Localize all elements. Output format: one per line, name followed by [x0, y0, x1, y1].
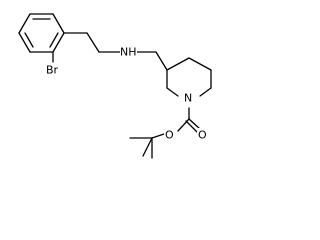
- bond: [166, 57, 190, 71]
- benzene-ring: [18, 13, 65, 53]
- bond: [199, 87, 212, 97]
- bromine-label: Br: [46, 64, 59, 77]
- amine-label: NH: [120, 46, 137, 59]
- atom-carbonyl-oxygen: O: [197, 128, 209, 142]
- atom-bromine: Br: [45, 63, 63, 77]
- atom-ester-oxygen: O: [164, 128, 176, 142]
- ethyl-linker: [63, 32, 121, 53]
- bond: [155, 51, 168, 71]
- ring-nitrogen-label: N: [184, 92, 192, 105]
- boc-group: [129, 107, 201, 159]
- bond: [188, 57, 212, 71]
- bond: [188, 118, 201, 130]
- ester-oxygen-label: O: [165, 129, 174, 142]
- bond: [166, 87, 179, 97]
- methylene-linker: [135, 51, 168, 71]
- bond: [151, 133, 165, 139]
- piperidine-ring: [166, 57, 212, 97]
- bond: [18, 32, 31, 53]
- bond: [52, 32, 65, 53]
- aromatic-inner-bond: [24, 32, 34, 48]
- bond: [18, 13, 31, 34]
- atom-amine: NH: [120, 45, 137, 59]
- bond: [142, 137, 153, 157]
- atom-ring-nitrogen: N: [183, 91, 195, 105]
- bond: [52, 13, 65, 34]
- carbonyl-oxygen-label: O: [198, 129, 207, 142]
- bond: [177, 118, 190, 132]
- aromatic-inner-bond: [49, 32, 59, 48]
- structural-formula: Br NH N O O: [18, 13, 212, 159]
- bond: [86, 32, 100, 53]
- bond: [185, 120, 198, 133]
